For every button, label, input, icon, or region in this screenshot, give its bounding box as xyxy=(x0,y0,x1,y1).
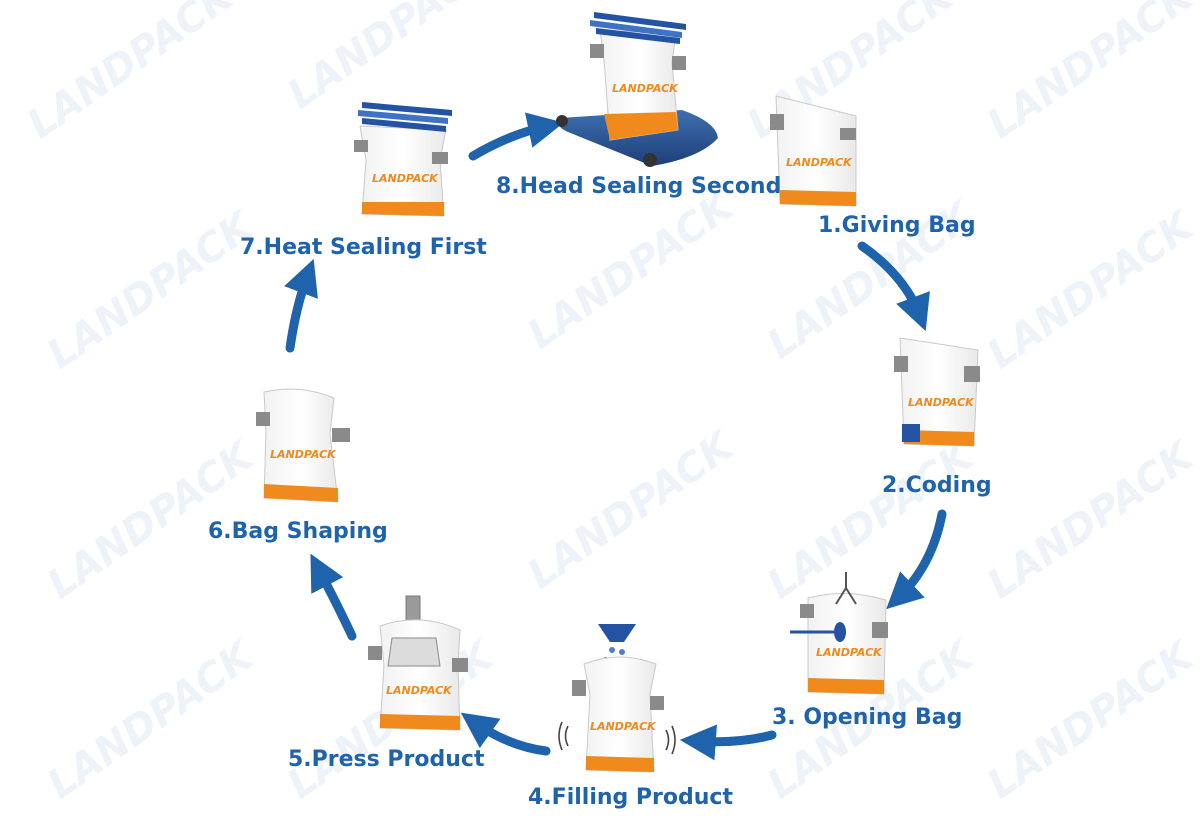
step-8-head-sealing-second-illustration: LANDPACK xyxy=(556,12,718,167)
watermark-text: LANDPACK xyxy=(979,632,1200,808)
watermark-text: LANDPACK xyxy=(519,182,743,358)
step-1-giving-bag-illustration: LANDPACK xyxy=(770,95,857,207)
step-labels: 1.Giving Bag 2.Coding 3. Opening Bag 4.F… xyxy=(208,174,992,810)
bag-gripper-icon xyxy=(872,622,888,638)
step-2-coding-illustration: LANDPACK xyxy=(894,337,980,447)
arrow-8-to-1-icon xyxy=(468,112,564,161)
step-7-label: 7.Heat Sealing First xyxy=(240,235,487,260)
bag-logo-text: LANDPACK xyxy=(816,646,883,659)
bag-stripe-icon xyxy=(904,430,974,446)
bag-gripper-icon xyxy=(672,56,686,70)
bag-logo-text: LANDPACK xyxy=(786,156,853,169)
step-4-label: 4.Filling Product xyxy=(528,785,733,810)
sealing-bar-icon xyxy=(358,102,452,132)
bag-gripper-icon xyxy=(800,604,814,618)
bag-stripe-icon xyxy=(586,756,654,772)
bag-gripper-icon xyxy=(432,152,448,164)
watermark-text: LANDPACK xyxy=(759,432,983,608)
step-1-label: 1.Giving Bag xyxy=(818,213,976,238)
watermark-text: LANDPACK xyxy=(979,432,1200,608)
bag-stripe-icon xyxy=(264,484,338,502)
step-7-heat-sealing-first-illustration: LANDPACK xyxy=(354,102,452,217)
watermark-text: LANDPACK xyxy=(19,0,243,148)
flow-arrows xyxy=(284,112,947,761)
watermark-text: LANDPACK xyxy=(979,202,1200,378)
watermark-text: LANDPACK xyxy=(519,422,743,598)
step-5-press-product-illustration: LANDPACK xyxy=(368,595,468,731)
arrow-1-to-2-icon xyxy=(857,241,930,332)
vibration-icon xyxy=(665,725,676,755)
bag-icon xyxy=(775,95,857,207)
step-8-label: 8.Head Sealing Second xyxy=(496,174,781,199)
hopper-icon xyxy=(598,624,636,642)
bag-stripe-icon xyxy=(808,678,884,694)
vibration-icon xyxy=(558,721,569,751)
bag-gripper-icon xyxy=(256,412,270,426)
bag-gripper-icon xyxy=(650,696,664,710)
bag-gripper-icon xyxy=(354,140,368,152)
bag-icon xyxy=(379,619,461,731)
press-plate-icon xyxy=(387,637,441,667)
bag-logo-text: LANDPACK xyxy=(590,720,657,733)
bag-gripper-icon xyxy=(894,356,908,372)
bag-logo-text: LANDPACK xyxy=(270,448,337,461)
bag-gripper-icon xyxy=(840,128,856,140)
step-6-bag-shaping-illustration: LANDPACK xyxy=(256,388,350,503)
bag-gripper-icon xyxy=(964,366,980,382)
conveyor-roller-icon xyxy=(556,115,568,127)
watermark-text: LANDPACK xyxy=(39,202,263,378)
bag-gripper-icon xyxy=(452,658,468,672)
conveyor-belt-icon xyxy=(558,110,718,166)
watermark-text: LANDPACK xyxy=(279,0,503,118)
bag-gripper-icon xyxy=(572,680,586,696)
bag-stripe-icon xyxy=(780,190,856,206)
bag-stripe-icon xyxy=(362,202,444,216)
bag-stripe-icon xyxy=(380,714,460,730)
watermark-text: LANDPACK xyxy=(979,0,1200,148)
bag-gripper-icon xyxy=(332,428,350,442)
arrow-2-to-3-icon xyxy=(886,509,947,610)
bag-logo-text: LANDPACK xyxy=(612,82,679,95)
sealing-bar-icon xyxy=(590,12,686,44)
bag-logo-text: LANDPACK xyxy=(386,684,453,697)
opener-arm-icon xyxy=(835,587,857,605)
arrow-3-to-4-icon xyxy=(679,724,777,761)
suction-cup-icon xyxy=(834,622,846,642)
watermark-text: LANDPACK xyxy=(39,632,263,808)
bag-icon xyxy=(583,656,657,773)
bag-gripper-icon xyxy=(770,114,784,130)
arrow-4-to-5-icon xyxy=(460,712,551,756)
step-3-label: 3. Opening Bag xyxy=(772,705,962,730)
coder-block-icon xyxy=(902,424,920,442)
conveyor-roller-icon xyxy=(643,153,657,167)
bag-icon xyxy=(807,592,887,695)
step-6-label: 6.Bag Shaping xyxy=(208,519,388,544)
bag-gripper-icon xyxy=(590,44,604,58)
arrow-5-to-6-icon xyxy=(310,553,357,641)
step-3-opening-bag-illustration: LANDPACK xyxy=(790,572,888,695)
bag-stripe-icon xyxy=(604,112,678,140)
bag-gripper-icon xyxy=(368,646,382,660)
step-2-label: 2.Coding xyxy=(882,473,992,498)
bag-logo-text: LANDPACK xyxy=(908,396,975,409)
step-5-label: 5.Press Product xyxy=(288,747,485,772)
bag-logo-text: LANDPACK xyxy=(372,172,439,185)
step-4-filling-product-illustration: LANDPACK xyxy=(558,624,676,773)
arrow-6-to-7-icon xyxy=(284,258,318,353)
